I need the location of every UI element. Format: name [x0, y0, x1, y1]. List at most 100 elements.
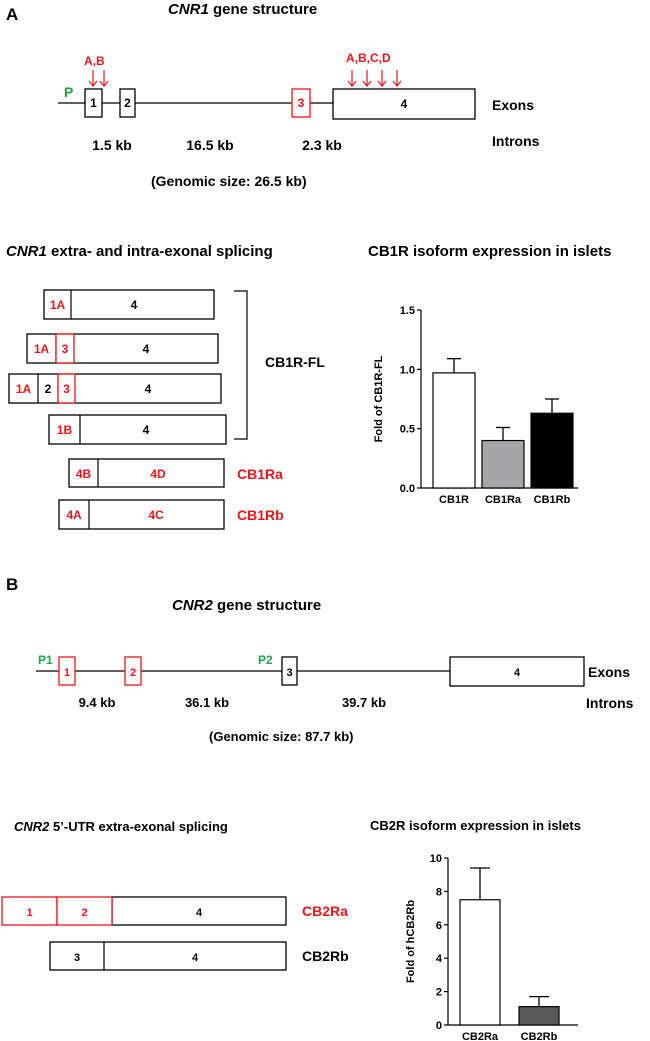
cb2r-chart-title: CB2R isoform expression in islets: [370, 818, 581, 833]
isoform-5-box: [68, 458, 225, 488]
cb2r-y-axis-label: Fold of hCB2Rb: [405, 900, 417, 983]
panel-b-letter: B: [6, 575, 18, 594]
isoform-5-seg-4b: 4B: [76, 467, 92, 481]
cnr2-introns-label: Introns: [586, 695, 634, 711]
cb1r-y-tick-label: 1.0: [400, 364, 415, 376]
isoform-1-seg-4: 4: [131, 298, 138, 312]
cb1r-category-label: CB1Ra: [485, 494, 522, 506]
cb1r-bar-cb1ra: [481, 439, 525, 489]
cnr1-exon-4-label: 4: [401, 97, 408, 111]
cnr2-promoter-2: P2: [258, 653, 273, 667]
cb1r-y-tick-label: 0.0: [400, 483, 415, 495]
cb2r-y-tick-label: 4: [436, 953, 443, 965]
cb2r-category-label: CB2Rb: [521, 1031, 558, 1041]
splice-arrow-icon: [392, 70, 402, 87]
cnr1-exon-3-label: 3: [298, 96, 305, 110]
cb2ra-seg-2: 2: [81, 907, 87, 919]
cnr1-arrows-label-1: A,B: [84, 54, 105, 68]
cb2rb-box: [49, 941, 287, 971]
cnr1-arrows-label-2: A,B,C,D: [346, 51, 391, 65]
isoform-3-seg-1a: 1A: [16, 382, 32, 396]
panel-a-letter: A: [6, 5, 18, 24]
isoform-2-seg-1a: 1A: [34, 342, 50, 356]
cnr2-intron-1-size: 9.4 kb: [79, 695, 116, 710]
cnr1-intron-2-size: 16.5 kb: [186, 137, 233, 153]
isoform-1-seg-1a: 1A: [50, 298, 66, 312]
isoform-4-seg-1b: 1B: [57, 423, 73, 437]
cb1rb-label: CB1Rb: [237, 507, 284, 523]
cnr1-title-gene: CNR1: [168, 1, 209, 18]
splice-arrow-icon: [99, 70, 109, 87]
cb2r-category-label: CB2Ra: [462, 1031, 499, 1041]
cnr2-genomic-size: (Genomic size: 87.7 kb): [209, 729, 354, 744]
cnr1-exon-1-label: 1: [90, 96, 97, 110]
cnr1-exons-label: Exons: [492, 97, 534, 113]
cnr1-exon-2-label: 2: [124, 96, 131, 110]
cnr1-exon-1: [84, 88, 103, 118]
cb2r-y-tick-label: 0: [436, 1020, 442, 1032]
cb1ra-label: CB1Ra: [237, 466, 283, 482]
cnr1-genomic-size: (Genomic size: 26.5 kb): [151, 173, 307, 189]
cb2ra-seg-4: 4: [196, 907, 203, 919]
isoform-3-box: [8, 373, 222, 404]
cb2r-y-tick-label: 10: [430, 853, 442, 865]
isoform-2-seg-4: 4: [143, 342, 150, 356]
cnr2-exon-3: [281, 656, 298, 686]
cb1r-fl-label: CB1R-FL: [265, 354, 325, 370]
cb2ra-exon1-box: [1, 896, 58, 926]
cb2rb-label: CB2Rb: [302, 948, 349, 964]
cnr2-intron-2-size: 36.1 kb: [185, 695, 229, 710]
cb2r-bar-cb2rb: [518, 1006, 560, 1026]
cnr1-splicing-title-rest: extra- and intra-exonal splicing: [47, 243, 273, 260]
cnr2-exon-2-label: 2: [130, 667, 136, 679]
cnr1-splicing-title: CNR1 extra- and intra-exonal splicing: [6, 243, 273, 260]
isoform-1-box: [43, 289, 215, 320]
isoform-6-seg-4a: 4A: [66, 508, 82, 522]
cb1r-y-axis-label: Fold of CB1R-FL: [373, 355, 385, 442]
cb2rb-seg-3: 3: [74, 952, 80, 964]
cnr2-splicing-title-rest: 5’-UTR extra-exonal splicing: [49, 819, 227, 834]
cb2r-y-tick-label: 2: [436, 987, 442, 999]
cnr2-exon-2: [124, 656, 142, 686]
isoform-3-seg-3: 3: [63, 382, 70, 396]
cnr2-splicing-title: CNR2 5’-UTR extra-exonal splicing: [14, 819, 228, 834]
cnr1-introns-label: Introns: [492, 133, 540, 149]
cb2ra-seg-1: 1: [26, 907, 32, 919]
cb2r-bar-cb2ra: [459, 899, 501, 1026]
cb1r-y-tick-label: 0.5: [400, 424, 415, 436]
cnr1-title-rest: gene structure: [209, 1, 317, 18]
isoform-4-box: [48, 414, 227, 445]
cb1r-bar-cb1r: [432, 372, 476, 489]
cnr1-intron-1-size: 1.5 kb: [92, 137, 132, 153]
cnr2-exon-1-label: 1: [64, 667, 70, 679]
isoform-2-exon3-box: [55, 333, 75, 364]
cnr1-splicing-title-gene: CNR1: [6, 243, 47, 260]
cnr2-isoforms: 1 2 4 CB2Ra 3 4 CB2Rb: [1, 896, 349, 971]
cb1r-bar-cb1rb: [530, 412, 574, 489]
cb1r-fl-bracket: [234, 290, 248, 440]
cnr2-title-rest: gene structure: [213, 597, 321, 614]
cb2ra-exon2-box: [56, 896, 113, 926]
cb1r-category-label: CB1R: [439, 494, 469, 506]
cnr1-isoforms: 1A 4 1A 3 4 1A 2 3 4 1B 4 CB1R-FL 4B 4D …: [8, 289, 325, 530]
cnr1-exon-4: [332, 88, 476, 120]
cnr1-exon-3: [291, 88, 311, 118]
cnr1-promoter-label: P: [64, 84, 73, 100]
cb2ra-exon4-box: [111, 896, 287, 926]
isoform-2-seg-3: 3: [62, 342, 69, 356]
cb1r-chart-title: CB1R isoform expression in islets: [368, 243, 611, 260]
cb1r-y-tick-label: 1.5: [400, 305, 415, 317]
cnr2-exon-4-label: 4: [514, 667, 521, 679]
cnr2-title-gene: CNR2: [172, 597, 213, 614]
cnr2-gene-diagram: P1 P2 1 2 3 4 Exons Introns 9.4 kb 36.1 …: [36, 653, 634, 744]
splice-arrow-icon: [377, 70, 387, 87]
splice-arrow-icon: [362, 70, 372, 87]
isoform-4-seg-4: 4: [143, 423, 150, 437]
isoform-6-seg-4c: 4C: [148, 508, 164, 522]
isoform-5-seg-4d: 4D: [150, 467, 166, 481]
cnr2-exon-1: [58, 656, 76, 686]
cnr1-exon-2: [119, 88, 136, 118]
